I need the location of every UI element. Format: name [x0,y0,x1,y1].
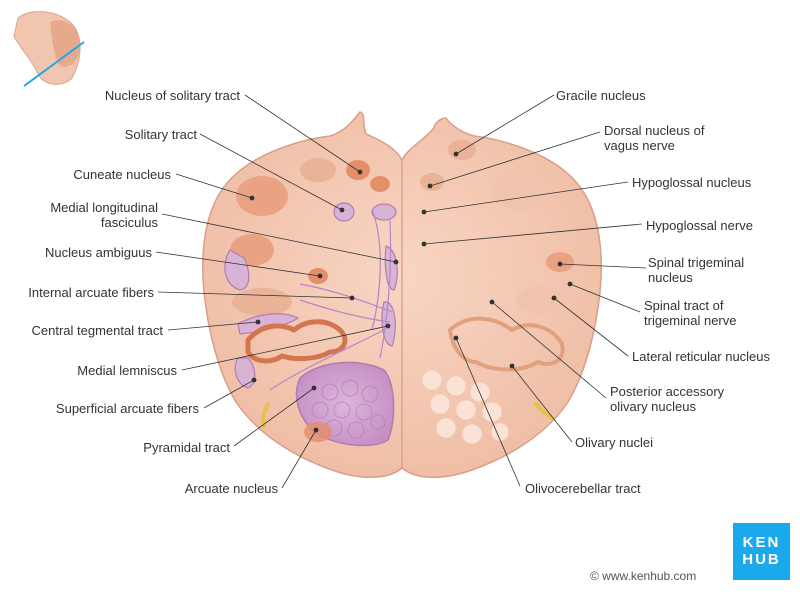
hypoglossal-nerve-root-right [534,402,554,420]
label-lateral-reticular-nucleus: Lateral reticular nucleus [632,349,771,364]
label-medial-lemniscus: Medial lemniscus [77,363,177,378]
label-medial-longitudinal-fasciculus: Medial longitudinal fasciculus [50,200,158,230]
logo-line-1: KEN [742,534,781,551]
copyright-credit: © www.kenhub.com [590,569,697,583]
label-gracile-nucleus: Gracile nucleus [556,88,646,103]
label-central-tegmental-tract: Central tegmental tract [31,323,163,338]
orientation-thumbnail [13,11,85,87]
label-hypoglossal-nerve: Hypoglossal nerve [646,218,753,233]
label-cuneate-nucleus: Cuneate nucleus [73,167,171,182]
label-olivocerebellar-tract: Olivocerebellar tract [525,481,641,496]
medulla-section [202,111,602,478]
label-spinal-trigeminal-nucleus: Spinal trigeminal nucleus [648,255,745,285]
label-hypoglossal-nucleus: Hypoglossal nucleus [632,175,752,190]
label-internal-arcuate-fibers: Internal arcuate fibers [28,285,154,300]
label-pyramidal-tract: Pyramidal tract [143,440,230,455]
label-nucleus-ambiguus: Nucleus ambiguus [45,245,152,260]
label-solitary-tract: Solitary tract [124,127,197,142]
label-nucleus-of-solitary-tract: Nucleus of solitary tract [104,88,240,103]
label-dorsal-nucleus-of-vagus-nerve: Dorsal nucleus of vagus nerve [604,123,705,153]
label-spinal-tract-of-trigeminal-nerve: Spinal tract of trigeminal nerve [644,298,737,328]
label-superficial-arcuate-fibers: Superficial arcuate fibers [55,401,199,416]
kenhub-logo[interactable]: KEN HUB [733,523,790,580]
label-olivary-nuclei: Olivary nuclei [575,435,654,450]
label-posterior-accessory-olivary-nucleus: Posterior accessory olivary nucleus [610,384,725,414]
label-arcuate-nucleus: Arcuate nucleus [184,481,278,496]
logo-line-2: HUB [742,551,781,568]
